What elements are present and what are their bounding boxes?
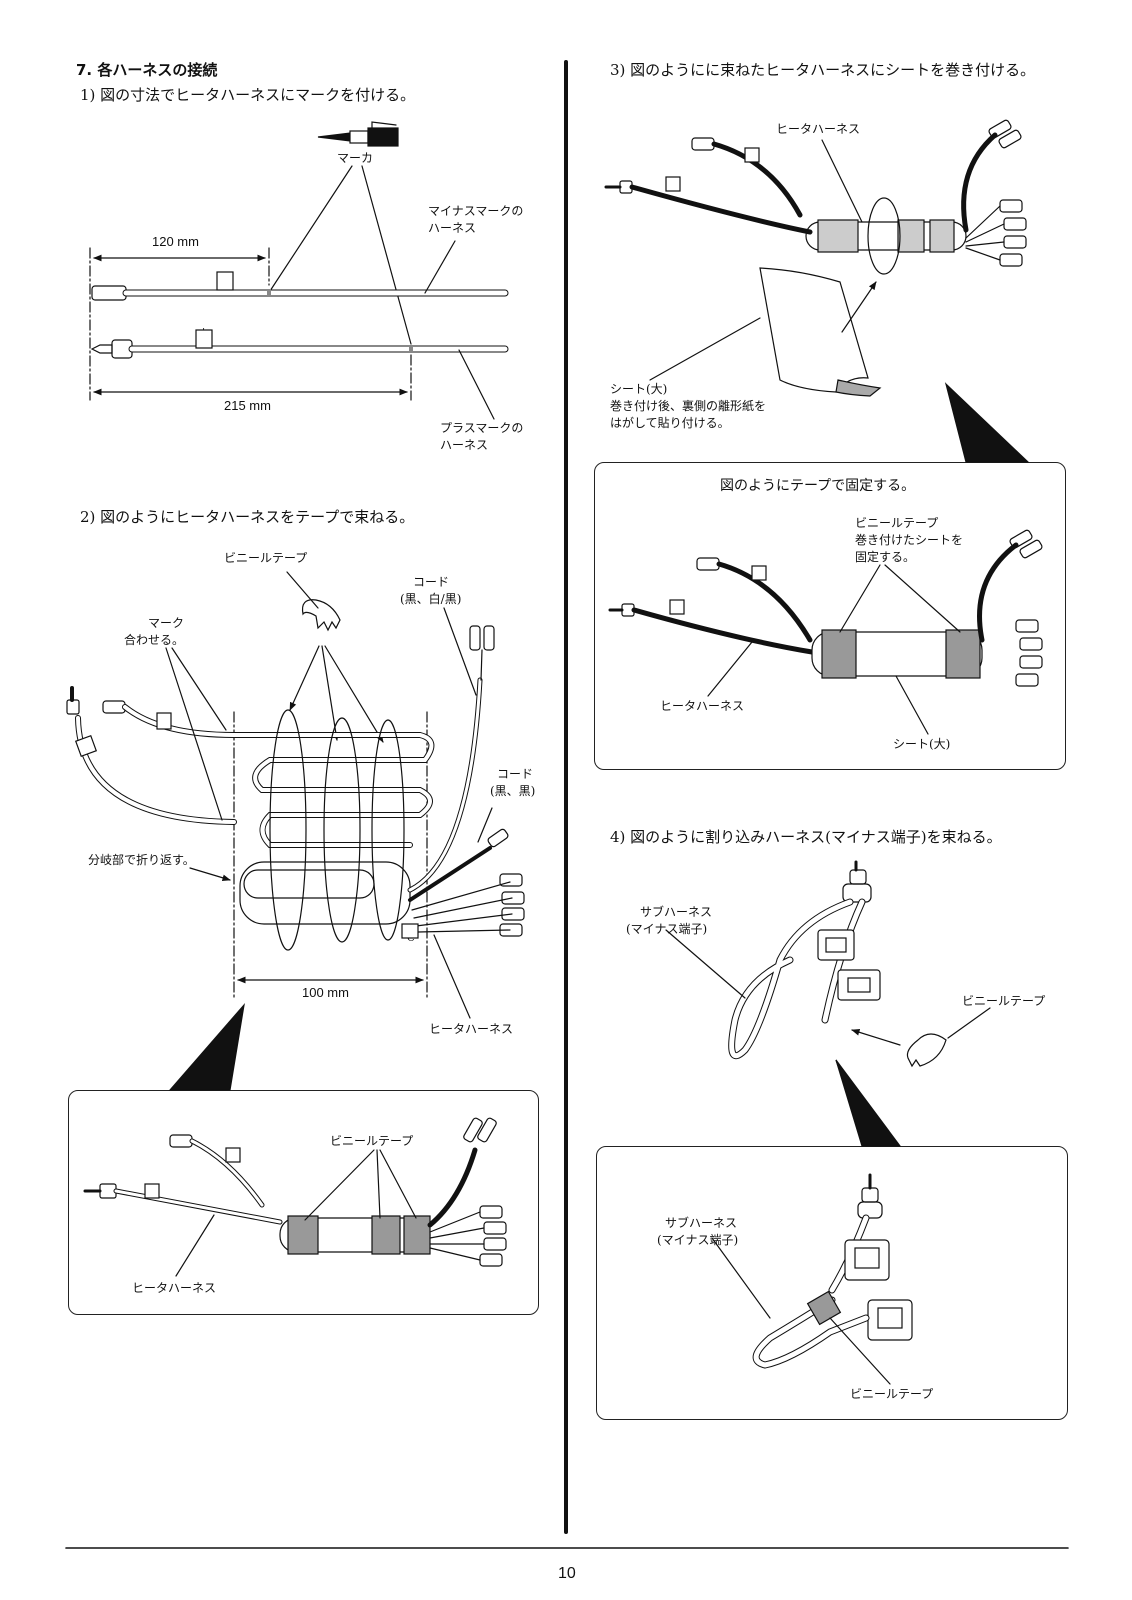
step4-figure [665, 860, 991, 1147]
cord-label-1: コード [413, 575, 450, 589]
sheet-label-3: はがして貼り付ける。 [610, 416, 730, 430]
step1-instruction: 1) 図の寸法でヒータハーネスにマークを付ける。 [80, 86, 416, 104]
minus-harness-label-1: マイナスマークの [428, 204, 524, 218]
sheet-label-1: シート(大) [610, 382, 668, 396]
plus-harness-label-1: プラスマークの [440, 421, 524, 435]
step4-detail-box [596, 1146, 1068, 1420]
step2-detail-box [68, 1090, 539, 1315]
step3-figure [604, 119, 1030, 463]
step3-heater-harness: ヒータハーネス [776, 122, 861, 136]
step2-figure [66, 571, 525, 1091]
detail3-tape-2: 巻き付けたシートを [855, 533, 964, 547]
detail3-sheet: シート(大) [893, 737, 951, 751]
dimension-100: 100 mm [302, 985, 349, 1000]
plus-harness-label-2: ハーネス [440, 438, 489, 452]
heater-harness-label: ヒータハーネス [429, 1022, 514, 1036]
mark-label-2: 合わせる。 [124, 633, 185, 647]
sheet-label-2: 巻き付け後、裏側の離形紙を [610, 399, 767, 413]
detail4-vinyl-tape: ビニールテープ [850, 1387, 934, 1401]
step3-detail-box [594, 462, 1066, 770]
section-title: 7. 各ハーネスの接続 [76, 61, 218, 79]
detail3-tape-3: 固定する。 [855, 550, 916, 564]
detail4-sub-harness-1: サブハーネス [665, 1216, 738, 1230]
cord-label-2b: (黒、黒) [490, 784, 536, 798]
detail2-heater-harness: ヒータハーネス [132, 1281, 217, 1295]
detail3-tape-1: ビニールテープ [855, 516, 939, 530]
step2-detail-figure [83, 1117, 507, 1277]
sub-harness-label-1: サブハーネス [640, 905, 713, 919]
dimension-120: 120 mm [152, 234, 199, 249]
cord-label-1b: (黒、白/黒) [400, 592, 462, 606]
dimension-215: 215 mm [224, 398, 271, 413]
detail3-title: 図のようにテープで固定する。 [720, 478, 916, 494]
detail3-heater-harness: ヒータハーネス [660, 699, 745, 713]
fold-label: 分岐部で折り返す。 [88, 853, 195, 867]
step3-instruction: 3) 図のようにに束ねたヒータハーネスにシートを巻き付ける。 [610, 61, 1036, 79]
cord-label-2: コード [497, 767, 534, 781]
detail4-sub-harness-2: (マイナス端子) [657, 1233, 739, 1247]
vinyl-tape-label: ビニールテープ [224, 551, 308, 565]
page-number: 10 [558, 1565, 576, 1582]
step2-instruction: 2) 図のようにヒータハーネスをテープで束ねる。 [80, 508, 415, 526]
step4-instruction: 4) 図のように割り込みハーネス(マイナス端子)を束ねる。 [610, 828, 1002, 846]
step4-vinyl-tape: ビニールテープ [962, 994, 1046, 1008]
sub-harness-label-2: (マイナス端子) [626, 922, 708, 936]
minus-harness-label-2: ハーネス [428, 221, 477, 235]
detail2-vinyl-tape: ビニールテープ [330, 1134, 414, 1148]
mark-label-1: マーク [148, 616, 185, 630]
step1-figure [89, 121, 509, 420]
marker-label: マーカ [337, 151, 374, 165]
step3-detail-figure [608, 529, 1043, 735]
step4-detail-figure [711, 1173, 913, 1385]
